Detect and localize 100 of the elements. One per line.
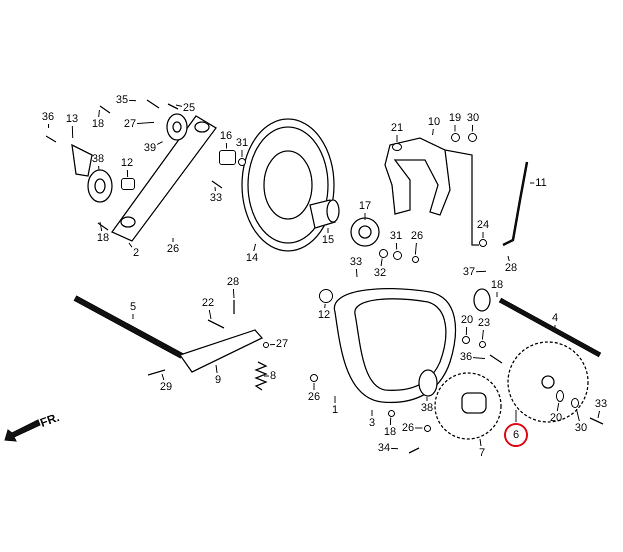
washer-part	[424, 424, 430, 432]
washer-part	[388, 410, 394, 416]
washer-part	[378, 248, 388, 258]
leader-line	[132, 314, 134, 320]
washer-part	[392, 143, 402, 151]
leader-line	[48, 124, 50, 128]
callout-number: 27	[124, 118, 136, 130]
callout-number: 36	[460, 351, 472, 363]
callout-number: 10	[428, 116, 440, 128]
callout-number: 15	[322, 234, 334, 246]
callout-number: 23	[478, 317, 490, 329]
leader-line	[356, 268, 358, 278]
callout-number: 14	[246, 252, 258, 264]
leader-line	[214, 186, 216, 192]
leader-line	[480, 438, 482, 446]
leader-line	[396, 134, 398, 142]
collar-part	[218, 150, 236, 164]
leader-line	[576, 408, 580, 422]
callout-number: 26	[308, 391, 320, 403]
leader-line	[232, 288, 234, 298]
callout-number: 38	[92, 153, 104, 165]
callout-number: 8	[270, 370, 276, 382]
leader-line	[98, 166, 100, 170]
leader-line	[162, 374, 164, 380]
callout-number: 25	[182, 102, 196, 114]
leader-line	[530, 182, 535, 184]
callout-number: 35	[116, 94, 128, 106]
callout-number: 17	[358, 200, 372, 212]
callout-number: 6	[504, 423, 528, 447]
leader-line	[270, 344, 276, 346]
leader-line	[466, 326, 468, 336]
callout-number: 21	[390, 122, 404, 134]
callout-number: 32	[374, 267, 386, 279]
callout-number: 11	[535, 177, 547, 189]
callout-number: 12	[318, 309, 330, 321]
leader-line	[556, 402, 560, 412]
callout-number: 19	[448, 112, 462, 124]
callout-number: 39	[144, 142, 156, 154]
callout-number: 29	[160, 381, 172, 393]
callout-number: 33	[350, 256, 362, 268]
callout-number: 26	[166, 243, 180, 255]
leader-line	[364, 212, 366, 220]
callout-number: 38	[420, 402, 434, 414]
washer-part	[462, 336, 470, 344]
leader-line	[72, 126, 74, 138]
leader-line	[156, 141, 164, 145]
callout-number: 33	[594, 398, 608, 410]
leader-line	[380, 258, 383, 266]
callout-number: 16	[220, 130, 232, 142]
washer-part	[310, 374, 318, 382]
leader-line	[128, 242, 132, 248]
leader-line	[472, 124, 474, 132]
leader-line	[508, 256, 510, 262]
callout-number: 36	[42, 111, 54, 123]
callout-number: 5	[130, 301, 136, 313]
callout-number: 26	[410, 230, 424, 242]
leader-line	[172, 238, 174, 242]
washer-part	[479, 239, 487, 247]
washer-part	[478, 340, 486, 348]
callout-number: 30	[466, 112, 480, 124]
leader-line	[100, 222, 102, 232]
callout-number: 18	[490, 279, 504, 291]
leader-line	[226, 142, 228, 149]
leader-line	[414, 242, 417, 255]
callout-number: 18	[96, 232, 110, 244]
leader-line	[482, 330, 484, 340]
leader-line	[554, 324, 556, 334]
leader-line	[390, 417, 392, 426]
callout-number: 31	[390, 230, 402, 242]
washer-part	[450, 132, 460, 142]
leader-line	[128, 100, 136, 102]
leader-line	[324, 304, 326, 308]
leader-line	[136, 122, 155, 124]
callout-number: 28	[504, 262, 518, 274]
callout-number: 34	[378, 442, 390, 454]
callout-number: 20	[460, 314, 474, 326]
leader-line	[208, 310, 212, 320]
leader-line	[396, 242, 398, 250]
callout-number: 30	[574, 422, 588, 434]
callout-number: 18	[92, 118, 104, 130]
leader-line	[496, 292, 498, 298]
callout-number: 33	[210, 192, 222, 204]
callout-number: 20	[550, 412, 562, 424]
callout-number: 4	[552, 312, 558, 324]
leader-line	[253, 243, 256, 252]
collar-part	[121, 178, 135, 190]
leader-line	[334, 396, 336, 404]
callout-number: 37	[462, 266, 476, 278]
leader-line	[476, 270, 486, 272]
callout-number: 24	[476, 219, 490, 231]
callout-number: 28	[226, 276, 240, 288]
leader-line	[176, 104, 182, 107]
callout-number: 31	[236, 137, 248, 149]
leader-line	[482, 232, 484, 238]
leader-line	[126, 170, 128, 178]
callout-number: 7	[478, 447, 486, 459]
callout-number: 13	[66, 113, 78, 125]
callout-number: 27	[276, 338, 288, 350]
leader-line	[432, 128, 434, 136]
leader-line	[472, 357, 486, 360]
